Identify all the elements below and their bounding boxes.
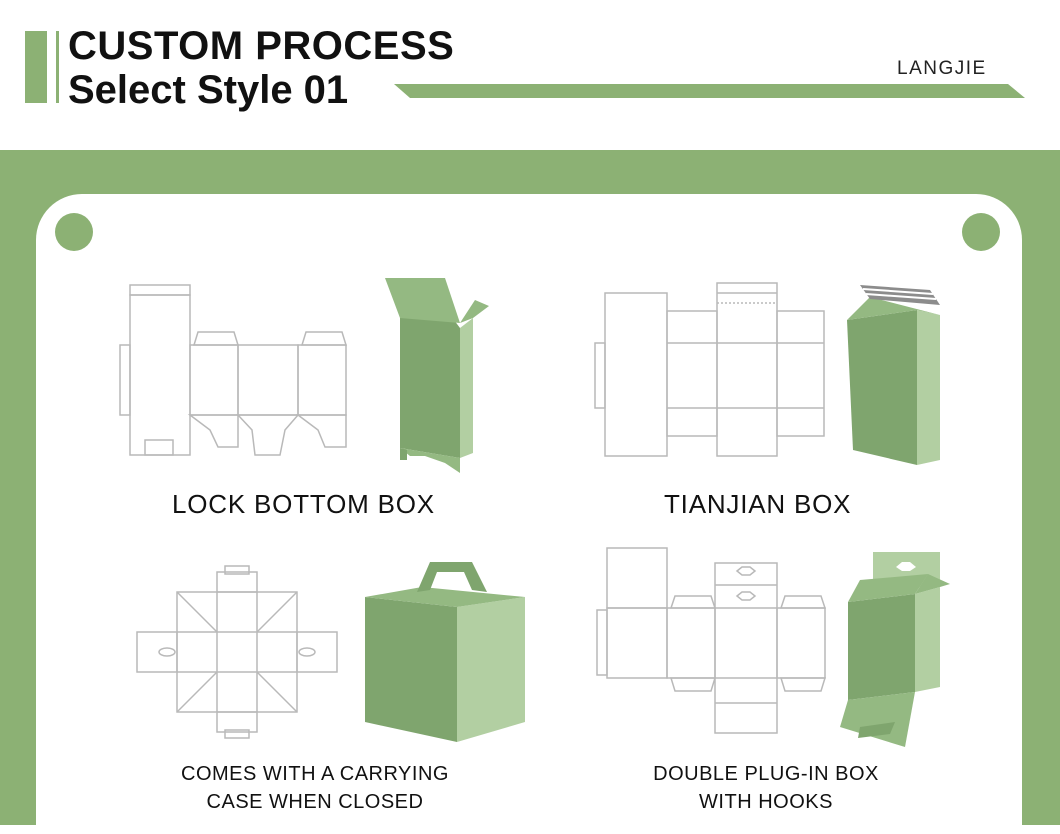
style-label-double-plug-line1: DOUBLE PLUG-IN BOX [653, 763, 879, 785]
style-label-carrying-case: COMES WITH A CARRYING CASE WHEN CLOSED [172, 760, 458, 816]
corner-dot-right [962, 213, 1000, 251]
hook-box-icon [840, 552, 950, 747]
tianjian-box-icon [847, 285, 940, 465]
style-label-carrying-case-line1: COMES WITH A CARRYING [181, 763, 449, 785]
header: CUSTOM PROCESS Select Style 01 LANGJIE [0, 0, 1060, 150]
brand-name: LANGJIE [897, 58, 987, 79]
accent-line [56, 31, 59, 103]
style-label-double-plug-line2: WITH HOOKS [699, 791, 833, 813]
carrying-case-dieline-icon [136, 565, 338, 739]
double-plug-dieline-icon [596, 547, 827, 734]
page-subtitle: Select Style 01 [68, 68, 349, 112]
carrying-case-box-icon [365, 562, 525, 742]
style-label-carrying-case-line2: CASE WHEN CLOSED [206, 791, 424, 813]
accent-bar [25, 31, 47, 103]
page-title: CUSTOM PROCESS [68, 24, 455, 68]
style-label-double-plug: DOUBLE PLUG-IN BOX WITH HOOKS [646, 760, 886, 816]
style-label-lock-bottom: LOCK BOTTOM BOX [172, 489, 435, 519]
lock-bottom-dieline-icon [119, 284, 348, 456]
tianjian-dieline-icon [594, 282, 825, 457]
corner-dot-left [55, 213, 93, 251]
lock-bottom-box-icon [385, 278, 489, 473]
style-label-tianjian: TIANJIAN BOX [664, 489, 852, 519]
header-stripe [394, 84, 1025, 98]
